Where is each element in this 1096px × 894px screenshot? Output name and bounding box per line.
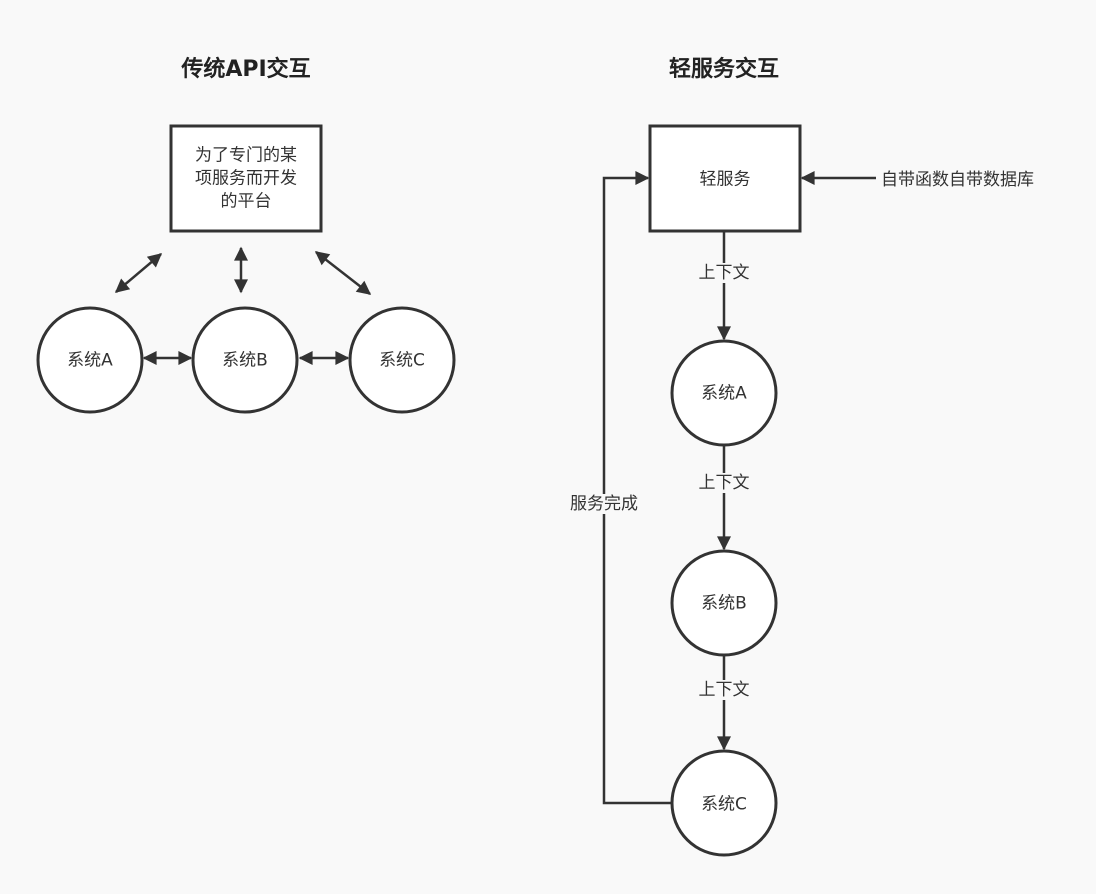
platform-label-line-2: 项服务而开发 [195, 168, 297, 189]
context-label-1: 上下文 [696, 263, 752, 284]
right-system-c-label: 系统C [701, 794, 747, 815]
left-system-a-label: 系统A [67, 350, 113, 371]
context-label-3: 上下文 [696, 680, 752, 701]
light-service-box [648, 124, 802, 233]
left-system-b-node [191, 306, 299, 414]
right-system-a-label: 系统A [701, 383, 747, 404]
service-complete-label: 服务完成 [568, 494, 640, 515]
db-label: 自带函数自带数据库 [881, 170, 1034, 190]
left-title: 传统API交互 [181, 57, 311, 82]
right-title: 轻服务交互 [668, 57, 780, 82]
context-label-2: 上下文 [696, 473, 752, 494]
platform-label: 为了专门的某 项服务而开发 的平台 [195, 145, 297, 214]
right-system-b-label: 系统B [701, 593, 747, 614]
arrow-service-complete-loop [602, 171, 672, 805]
left-system-c-label: 系统C [379, 350, 425, 371]
platform-label-line-3: 的平台 [220, 191, 272, 212]
left-system-b-label: 系统B [222, 350, 268, 371]
arrow-platform-system-a [114, 253, 163, 293]
left-system-c-node [348, 306, 456, 414]
platform-box [169, 124, 323, 233]
light-service-label: 轻服务 [699, 169, 751, 190]
arrow-platform-system-c [314, 251, 372, 295]
left-system-a-node [36, 306, 144, 414]
platform-label-line-1: 为了专门的某 [195, 145, 297, 166]
